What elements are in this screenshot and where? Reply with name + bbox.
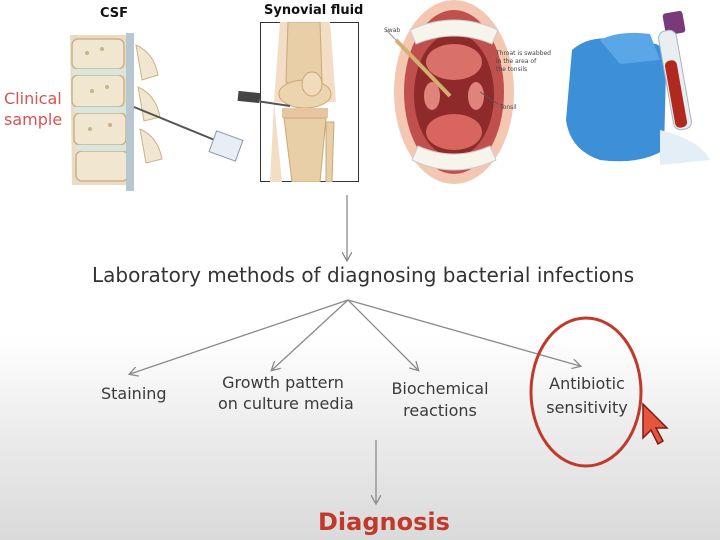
method-antibiotic: Antibiotic sensitivity (546, 374, 628, 417)
synovial-fluid-label: Synovial fluid (264, 3, 364, 18)
tonsil-label: Tonsil (500, 104, 517, 111)
arrow-to-antibiotic (347, 299, 580, 366)
knee-image (260, 22, 359, 182)
csf-label: CSF (100, 6, 129, 21)
clinical-samples-heading: Clinical samples (4, 89, 71, 129)
arrow-to-staining (130, 299, 349, 374)
swab-label: Swab (384, 27, 401, 34)
diagnosis-label: Diagnosis (318, 508, 450, 536)
blood-tube-image (560, 0, 720, 165)
arrow-to-growth (272, 299, 349, 370)
method-biochemical: Biochemical reactions (391, 379, 489, 420)
highlight-circle (529, 316, 643, 468)
method-staining: Staining (101, 384, 167, 403)
cursor-icon (642, 402, 669, 446)
method-growth-pattern: Growth pattern on culture media (218, 373, 354, 413)
mouth-image (380, 0, 560, 188)
spine-image (62, 25, 247, 195)
throat-note: Throat is swabbed in the area of the ton… (496, 50, 551, 73)
methods-title: Laboratory methods of diagnosing bacteri… (92, 263, 635, 287)
arrow-to-biochemical (347, 299, 418, 370)
